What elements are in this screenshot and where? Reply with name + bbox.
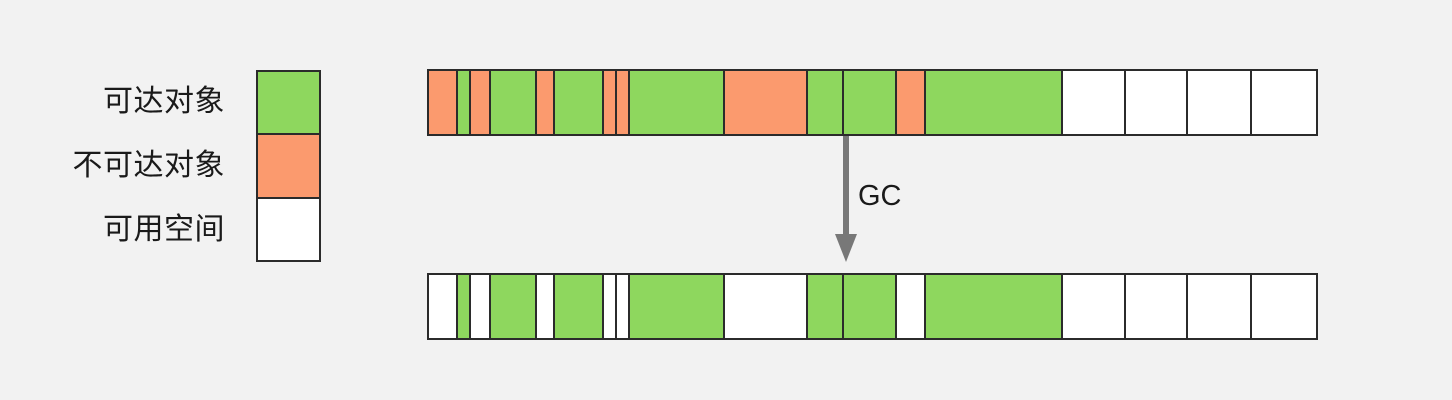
legend-label-column: 可达对象 不可达对象 可用空间 bbox=[20, 70, 225, 262]
memory-cell-reachable bbox=[490, 275, 538, 338]
memory-cell-reachable bbox=[457, 71, 471, 134]
memory-cell-reachable bbox=[457, 275, 471, 338]
memory-cell-free bbox=[617, 275, 631, 338]
memory-cell-free bbox=[1063, 71, 1126, 134]
memory-cell-reachable bbox=[555, 71, 605, 134]
memory-cell-unreachable bbox=[724, 71, 809, 134]
memory-cell-free bbox=[429, 275, 458, 338]
gc-arrow-label: GC bbox=[858, 180, 902, 212]
legend-label-free: 可用空间 bbox=[103, 213, 225, 246]
memory-cell-free bbox=[1188, 275, 1253, 338]
memory-cell-free bbox=[537, 275, 556, 338]
memory-cell-unreachable bbox=[604, 71, 618, 134]
memory-cell-free bbox=[1125, 275, 1189, 338]
memory-bar-after-gc bbox=[427, 273, 1318, 340]
memory-cell-reachable bbox=[925, 275, 1064, 338]
memory-cell-reachable bbox=[808, 71, 845, 134]
memory-cell-free bbox=[1252, 275, 1316, 338]
memory-cell-free bbox=[604, 275, 618, 338]
memory-cell-reachable bbox=[490, 71, 538, 134]
memory-cell-free bbox=[896, 275, 926, 338]
memory-bar-before-gc bbox=[427, 69, 1318, 136]
memory-cell-unreachable bbox=[537, 71, 556, 134]
legend-swatch-unreachable bbox=[258, 135, 319, 199]
memory-cell-free bbox=[470, 275, 491, 338]
legend-label-unreachable: 不可达对象 bbox=[72, 149, 225, 182]
gc-arrow-icon bbox=[835, 136, 857, 262]
memory-cell-reachable bbox=[808, 275, 845, 338]
memory-cell-unreachable bbox=[470, 71, 491, 134]
memory-cell-reachable bbox=[925, 71, 1064, 134]
legend-label-reachable: 可达对象 bbox=[103, 85, 225, 118]
memory-cell-reachable bbox=[555, 275, 605, 338]
memory-cell-reachable bbox=[630, 275, 725, 338]
memory-cell-unreachable bbox=[896, 71, 926, 134]
memory-cell-unreachable bbox=[617, 71, 631, 134]
memory-cell-free bbox=[724, 275, 809, 338]
memory-cell-free bbox=[1252, 71, 1316, 134]
memory-cell-reachable bbox=[844, 71, 897, 134]
memory-cell-free bbox=[1188, 71, 1253, 134]
memory-cell-reachable bbox=[630, 71, 725, 134]
memory-cell-reachable bbox=[844, 275, 897, 338]
legend-swatch-reachable bbox=[258, 72, 319, 136]
memory-cell-free bbox=[1063, 275, 1126, 338]
memory-cell-free bbox=[1125, 71, 1189, 134]
memory-cell-unreachable bbox=[429, 71, 458, 134]
legend-swatch-column bbox=[256, 70, 321, 262]
legend-swatch-free bbox=[258, 198, 319, 260]
